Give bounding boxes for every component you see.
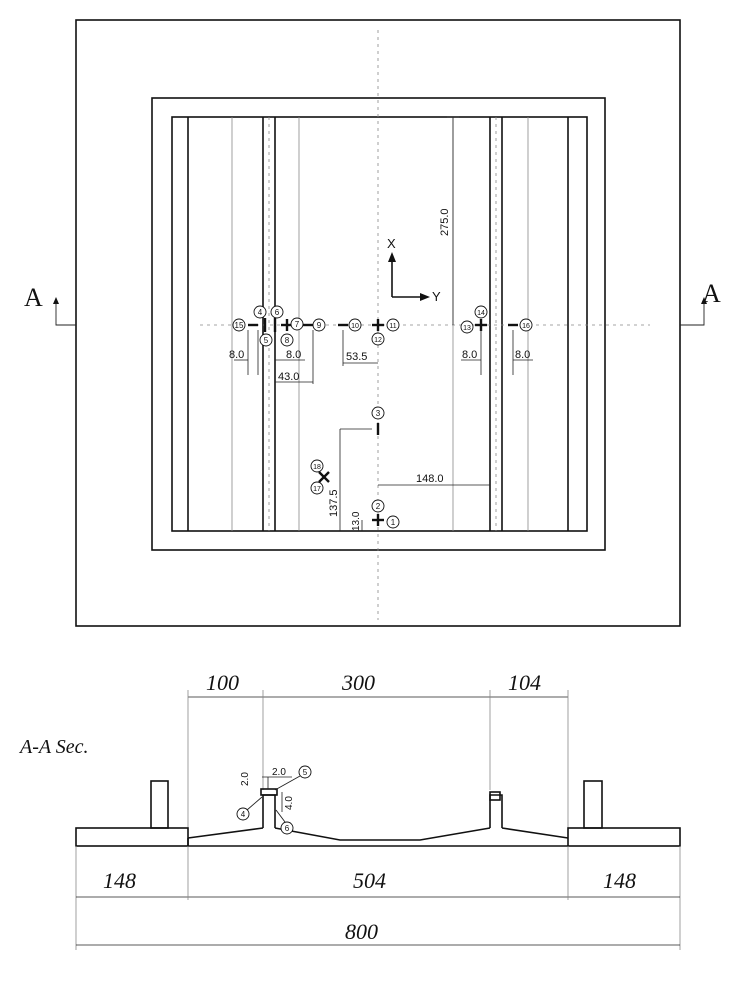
- gauge-label-15: 15: [235, 321, 244, 330]
- detail-label-5: 5: [303, 768, 308, 777]
- base-plate: [171, 116, 588, 532]
- gauge-label-14: 14: [477, 310, 485, 317]
- outer-frame: [75, 19, 681, 627]
- gauge-label-5: 5: [264, 336, 269, 345]
- detail-dim-4: 4.0: [284, 796, 295, 810]
- gauge-label-9: 9: [317, 321, 322, 330]
- gauge-label-17: 17: [313, 486, 321, 493]
- gauge-label-13: 13: [463, 325, 471, 332]
- dim-text-275: 275.0: [439, 208, 451, 236]
- section-letter-right: A: [702, 279, 721, 308]
- gauge-label-18: 18: [313, 464, 321, 471]
- dim-text-8c: 8.0: [462, 349, 477, 361]
- gauge-label-3: 3: [376, 409, 381, 418]
- gauge-labels: 15 4 5 6 7 8 9 10 11 12 13 14 16 3 18 17…: [232, 305, 533, 529]
- gauge-label-8: 8: [285, 336, 290, 345]
- top-dim-100: 100: [206, 670, 239, 695]
- gauge-label-4: 4: [258, 308, 263, 317]
- dim-text-8d: 8.0: [515, 349, 530, 361]
- gauge-label-12: 12: [374, 337, 382, 344]
- gauge-group-right: [475, 319, 518, 331]
- dim-text-43: 43.0: [278, 371, 299, 383]
- gauge-group-lower: [318, 423, 384, 526]
- bottom-dim-504: 504: [353, 868, 386, 893]
- bottom-dim-148-left: 148: [103, 868, 136, 893]
- plan-dims-right: 8.0 8.0: [461, 330, 533, 375]
- gauge-label-10: 10: [351, 323, 359, 330]
- section-letter-left: A: [24, 283, 43, 312]
- detail-dim-2a: 2.0: [240, 772, 251, 786]
- section-marker-right: A: [680, 279, 721, 326]
- dim-text-8a: 8.0: [229, 349, 244, 361]
- gauge-label-7: 7: [295, 320, 300, 329]
- dim-text-137: 137.5: [328, 489, 340, 517]
- plan-dims-lower: 148.0 137.5 13.0: [328, 428, 490, 531]
- gauge-label-16: 16: [522, 323, 530, 330]
- dim-text-8b: 8.0: [286, 349, 301, 361]
- dim-275: 275.0: [439, 116, 459, 325]
- section-view: 100 300 104 A-A Sec. 2.0 2.0 4.0 4 5 6: [18, 670, 681, 950]
- gauge-label-1: 1: [391, 518, 396, 527]
- axes-indicator: X Y: [387, 236, 441, 304]
- top-dim-300: 300: [341, 670, 375, 695]
- axis-label-x: X: [387, 236, 396, 251]
- detail-label-4: 4: [241, 810, 246, 819]
- inner-frame: [151, 97, 606, 551]
- gauge-group-left: [248, 318, 313, 332]
- top-dim-104: 104: [508, 670, 541, 695]
- axis-label-y: Y: [432, 289, 441, 304]
- gauge-label-6: 6: [275, 308, 280, 317]
- gauge-label-11: 11: [389, 323, 396, 330]
- dim-text-13: 13.0: [351, 511, 362, 531]
- plan-dims-center: 53.5: [342, 330, 378, 366]
- bottom-dim-148-right: 148: [603, 868, 636, 893]
- detail-label-6: 6: [285, 824, 290, 833]
- plan-dims-left: 8.0 8.0 43.0: [229, 330, 314, 384]
- dim-text-148: 148.0: [416, 473, 444, 485]
- dim-text-53: 53.5: [346, 351, 367, 363]
- total-dim-800: 800: [345, 919, 378, 944]
- section-title: A-A Sec.: [18, 736, 89, 758]
- plan-view: [75, 19, 681, 627]
- detail-dim-2b: 2.0: [272, 767, 286, 778]
- gauge-label-2: 2: [376, 502, 381, 511]
- section-marker-left: A: [24, 283, 76, 326]
- gauge-group-center: [338, 319, 384, 331]
